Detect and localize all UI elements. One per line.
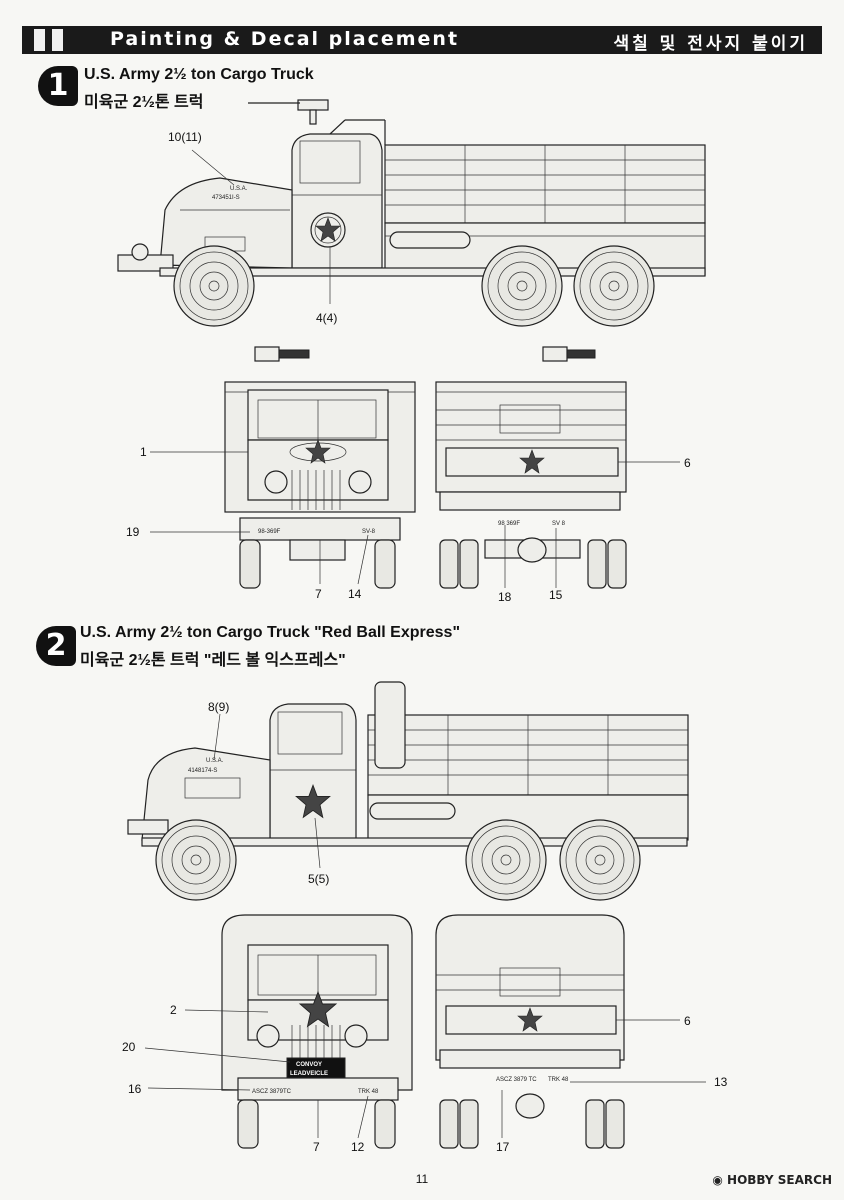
page-number: 11 xyxy=(415,1172,429,1186)
version-1-rear-view: 98 369F SV 8 xyxy=(435,346,680,589)
callout-v2-front-bumper-right: 12 xyxy=(351,1140,365,1154)
callout-v2-front-bumper-left: 16 xyxy=(128,1082,142,1096)
callout-v2-rear-panel: 6 xyxy=(684,1014,691,1028)
v1-usa-decal: U.S.A. xyxy=(230,186,248,192)
camera-icon: ◉ xyxy=(712,1173,728,1187)
version-2-front-view: CONVOY LEADVEICLE ASCZ 3879TC TRK 48 xyxy=(144,914,413,1149)
v2-serial-decal: 4148174-S xyxy=(188,768,217,774)
watermark: ◉ HOBBY SEARCH xyxy=(712,1173,832,1187)
callout-v2-rear-left: 17 xyxy=(496,1140,510,1154)
callout-v1-front-bumper-center: 7 xyxy=(315,587,322,601)
v1-front-bumper-right-decal: SV-8 xyxy=(362,529,376,535)
callout-v1-front-bumper-left: 19 xyxy=(126,525,140,539)
callout-v1-rear-panel: 6 xyxy=(684,456,691,470)
version-1-title: U.S. Army 2½ ton Cargo Truck xyxy=(84,66,314,83)
version-2-side-view: U.S.A. 4148174-S xyxy=(127,681,689,901)
v2-rear-right-decal: TRK 48 xyxy=(548,1077,569,1083)
v2-convoy-plate-line2: LEADVEICLE xyxy=(290,1071,328,1077)
version-1-front-view: 98-369F SV-8 xyxy=(150,346,416,589)
v1-rear-left-decal: 98 369F xyxy=(498,521,520,527)
section-title-korean: 색칠 및 전사지 붙이기 xyxy=(613,34,808,54)
callout-v1-rear-left: 18 xyxy=(498,590,512,604)
v2-front-bumper-left-decal: ASCZ 3879TC xyxy=(252,1089,292,1095)
callout-v2-hood: 8(9) xyxy=(208,700,230,714)
callout-v1-front-bumper-right: 14 xyxy=(348,587,362,601)
callout-v2-convoy-plate: 20 xyxy=(122,1040,136,1054)
v2-front-bumper-right-decal: TRK 48 xyxy=(358,1089,379,1095)
section-header: Painting & Decal placement 색칠 및 전사지 붙이기 xyxy=(22,26,822,54)
callout-v2-front-bumper-center: 7 xyxy=(313,1140,320,1154)
v1-serial-decal: 473451I-S xyxy=(212,195,240,201)
v1-rear-right-decal: SV 8 xyxy=(552,521,566,527)
version-1-side-view: U.S.A. 473451I-S xyxy=(117,99,706,327)
section-marker-icon xyxy=(28,29,74,51)
v2-usa-decal: U.S.A. xyxy=(206,758,224,764)
callout-v1-rear-right: 15 xyxy=(549,588,563,602)
v2-convoy-plate-line1: CONVOY xyxy=(296,1062,322,1068)
version-2-title: U.S. Army 2½ ton Cargo Truck "Red Ball E… xyxy=(80,624,461,641)
v1-front-bumper-left-decal: 98-369F xyxy=(258,529,281,535)
version-1-title-korean: 미육군 2½톤 트럭 xyxy=(84,94,204,111)
callout-v1-door: 4(4) xyxy=(316,311,338,325)
version-2-rear-view: ASCZ 3879 TC TRK 48 xyxy=(435,914,706,1149)
watermark-text: HOBBY SEARCH xyxy=(727,1173,832,1187)
v2-rear-left-decal: ASCZ 3879 TC xyxy=(496,1077,537,1083)
callout-v2-front-star: 2 xyxy=(170,1003,177,1017)
version-1-badge: 1 xyxy=(38,66,78,106)
callout-v1-front-star: 1 xyxy=(140,445,147,459)
version-2-badge: 2 xyxy=(36,626,76,666)
callout-v1-hood: 10(11) xyxy=(168,130,202,144)
callout-v2-rear-right: 13 xyxy=(714,1075,728,1089)
callout-v2-door: 5(5) xyxy=(308,872,330,886)
version-2-title-korean: 미육군 2½톤 트럭 "레드 볼 익스프레스" xyxy=(80,652,346,669)
section-title: Painting & Decal placement xyxy=(110,28,460,50)
